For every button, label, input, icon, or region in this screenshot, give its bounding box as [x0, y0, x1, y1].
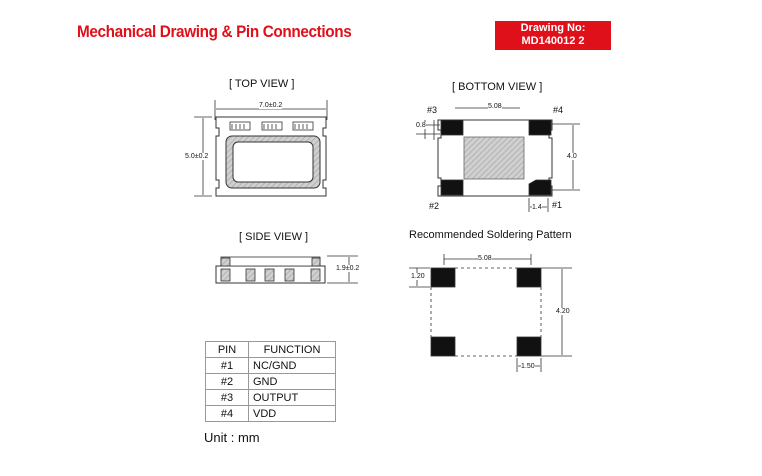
side-height-dim: 1.9±0.2 — [336, 265, 360, 272]
top-view-height-dim: 5.0±0.2 — [185, 153, 209, 160]
soldering-pad-width-dim: 1.50 — [521, 363, 535, 370]
bottom-pin2-label: #2 — [429, 201, 440, 211]
bottom-pin1-label: #1 — [552, 200, 563, 210]
top-view-drawing — [194, 100, 328, 197]
soldering-pattern-label: Recommended Soldering Pattern — [409, 229, 572, 241]
pin-cell: #3 — [205, 389, 249, 406]
soldering-width-dim: 5.08 — [478, 255, 492, 262]
bottom-pad-dim: 0.8 — [416, 122, 426, 129]
drawing-number-value: MD140012 2 — [521, 35, 585, 47]
side-view-label: [ SIDE VIEW ] — [239, 231, 309, 243]
function-cell: NC/GND — [248, 357, 336, 374]
table-row: #2 GND — [205, 373, 336, 390]
bottom-view-label: [ BOTTOM VIEW ] — [452, 81, 543, 93]
soldering-height-dim: 4.20 — [556, 308, 570, 315]
table-row: #1 NC/GND — [205, 357, 336, 374]
drawing-number-badge: Drawing No: MD140012 2 — [495, 21, 611, 50]
pin-cell: #1 — [205, 357, 249, 374]
table-row: #3 OUTPUT — [205, 389, 336, 406]
function-cell: VDD — [248, 405, 336, 422]
pin-function-table: PIN FUNCTION #1 NC/GND #2 GND #3 OUTPUT … — [205, 341, 336, 422]
side-view-drawing — [215, 255, 358, 284]
unit-label: Unit : mm — [204, 430, 260, 445]
soldering-pad-height-dim: 1.20 — [411, 273, 425, 280]
bottom-height-dim: 4.0 — [567, 153, 577, 160]
table-header-function: FUNCTION — [248, 341, 336, 358]
function-cell: OUTPUT — [248, 389, 336, 406]
pin-cell: #4 — [205, 405, 249, 422]
bottom-pad-width-dim: 1.4 — [532, 204, 542, 211]
table-header-pin: PIN — [205, 341, 249, 358]
table-header-row: PIN FUNCTION — [205, 341, 336, 358]
function-cell: GND — [248, 373, 336, 390]
page-title: Mechanical Drawing & Pin Connections — [77, 22, 352, 41]
bottom-pin4-label: #4 — [553, 105, 564, 115]
top-view-width-dim: 7.0±0.2 — [259, 102, 283, 109]
bottom-pin3-label: #3 — [427, 105, 438, 115]
bottom-view-drawing — [416, 107, 580, 212]
bottom-width-dim: 5.08 — [488, 103, 502, 110]
top-view-label: [ TOP VIEW ] — [229, 78, 295, 90]
pin-cell: #2 — [205, 373, 249, 390]
soldering-pattern-drawing — [409, 254, 572, 372]
drawing-number-label: Drawing No: — [520, 22, 586, 34]
table-row: #4 VDD — [205, 405, 336, 422]
